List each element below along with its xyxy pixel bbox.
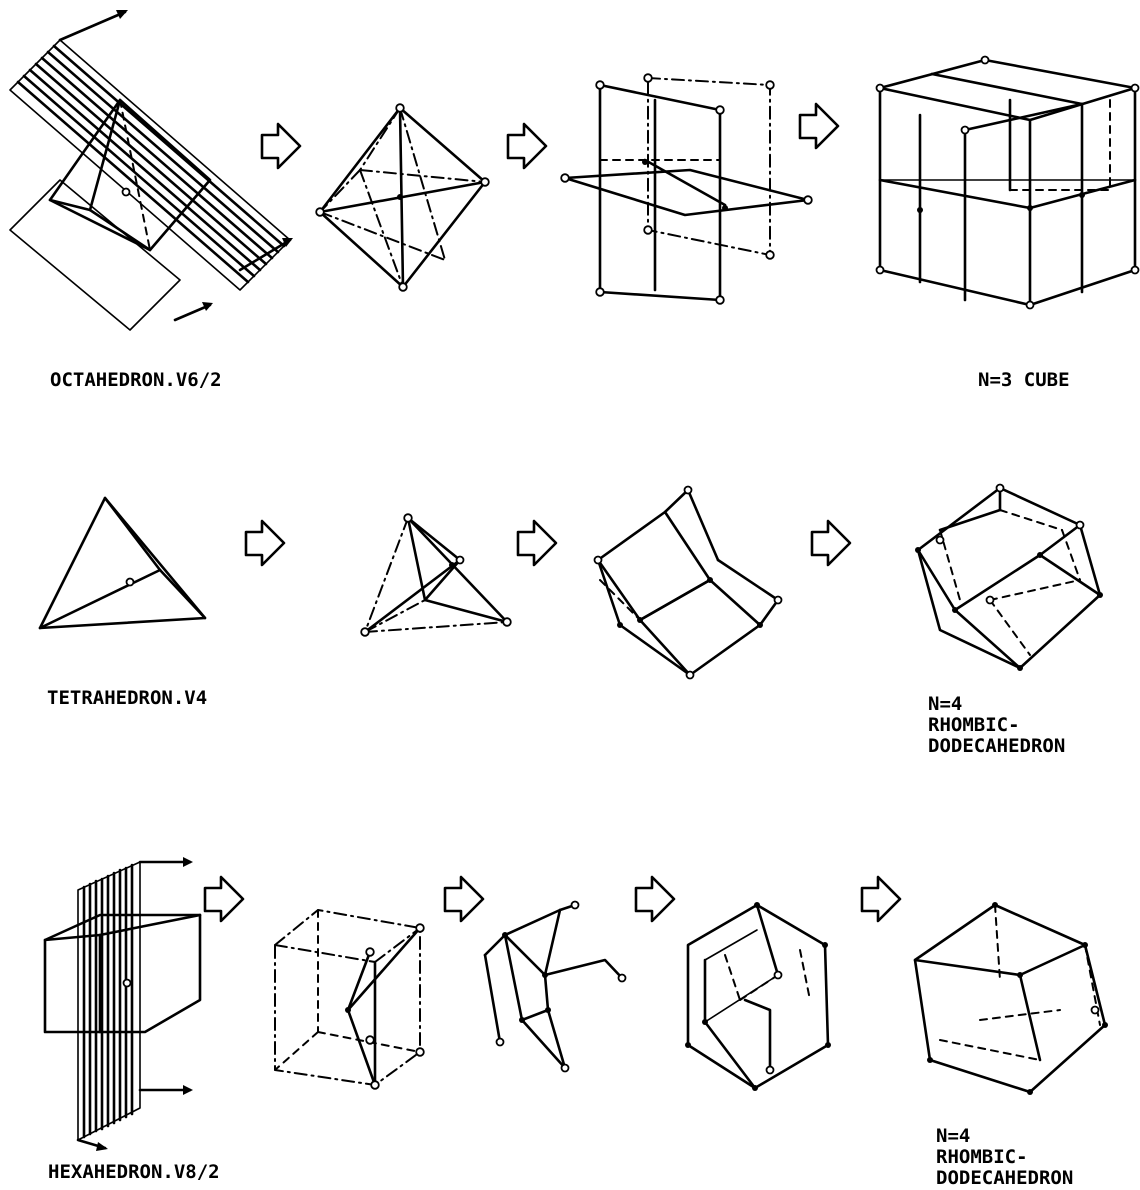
- n3-cube-label: N=3 CUBE: [978, 370, 1070, 390]
- transform-arrow-icon: [800, 104, 838, 148]
- octahedron-dual-lines-figure: [316, 104, 489, 291]
- n3-cube-figure: [877, 57, 1139, 309]
- transform-arrow-icon: [205, 877, 243, 921]
- tetrahedron-figure: [40, 498, 205, 628]
- hexahedron-dual-lines-figure: [275, 910, 424, 1089]
- rhombic-label-2-line3: DODECAHEDRON: [936, 1168, 1073, 1188]
- tetrahedron-dual-lines-figure: [361, 514, 511, 636]
- partial-rhombic-figure-row3: [485, 902, 626, 1072]
- transform-arrow-icon: [246, 521, 284, 565]
- near-complete-rhombic-figure: [685, 902, 831, 1091]
- three-planes-figure: [561, 74, 812, 304]
- transform-arrow-icon: [262, 124, 300, 168]
- transform-arrow-icon: [508, 124, 546, 168]
- rhombic-label-2-line2: RHOMBIC-: [936, 1147, 1028, 1167]
- tetrahedron-label: TETRAHEDRON.V4: [47, 688, 207, 708]
- rhombic-label-1-line3: DODECAHEDRON: [928, 736, 1065, 756]
- transform-arrow-icon: [812, 521, 850, 565]
- transform-arrow-icon: [518, 521, 556, 565]
- octahedron-sliced-figure: [10, 10, 293, 330]
- transform-arrow-icon: [445, 877, 483, 921]
- rhombic-label-1-line1: N=4: [928, 694, 962, 714]
- hexahedron-label: HEXAHEDRON.V8/2: [48, 1162, 220, 1182]
- hexahedron-sliced-figure: [45, 857, 200, 1151]
- rhombic-dodecahedron-figure-2: [915, 902, 1108, 1095]
- transform-arrow-icon: [636, 877, 674, 921]
- rhombic-label-1-line2: RHOMBIC-: [928, 715, 1020, 735]
- octahedron-label: OCTAHEDRON.V6/2: [50, 370, 222, 390]
- rhombic-dodecahedron-figure-1: [915, 485, 1103, 672]
- rhombic-label-2-line1: N=4: [936, 1126, 970, 1146]
- rhombic-partial-figure: [595, 487, 782, 679]
- transform-arrow-icon: [862, 877, 900, 921]
